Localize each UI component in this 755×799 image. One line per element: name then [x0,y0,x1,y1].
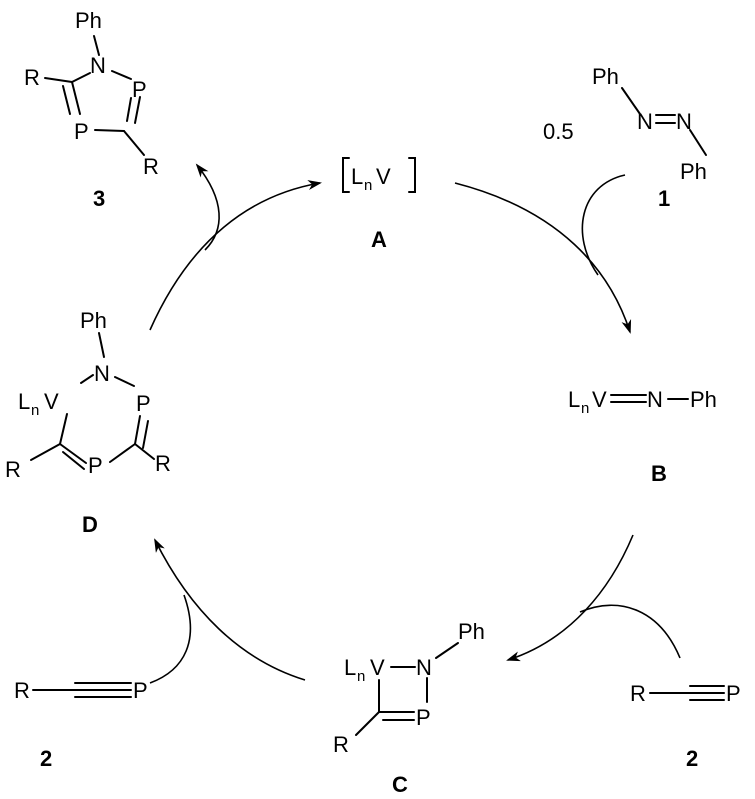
arrow-1-entering [581,174,626,276]
atom-n-d: N [94,361,110,386]
arrow-a-to-b [454,182,632,334]
atom-n-sub-b: n [581,400,589,417]
atom-r-3a: R [24,65,40,90]
arrow-c-to-d [154,538,306,681]
phosphaalkyne-2-left-structure: R P [14,678,148,703]
catalyst-a-structure: L n V [342,157,416,194]
label-compound-3: 3 [93,186,105,211]
atom-n-sub-c: n [357,668,365,685]
atom-ph-b: Ph [690,387,717,412]
stoichiometry-0.5: 0.5 [543,119,574,144]
atom-p-2l: P [133,678,148,703]
atom-r-2r: R [630,681,646,706]
atom-l-b: L [568,387,580,412]
arrow-to-3-leaving [195,163,220,251]
atom-p-d-top: P [136,391,151,416]
atom-n-c: N [416,655,432,680]
atom-r-d-right: R [155,451,171,476]
label-B: B [651,461,667,486]
atom-n-3: N [90,53,106,78]
atom-p-c: P [416,705,431,730]
arrow-2-right-entering [579,604,681,659]
label-D: D [82,512,98,537]
arrow-b-to-c [506,534,634,662]
imido-b-structure: L n V N Ph [568,387,717,417]
atom-ph-1b: Ph [680,159,707,184]
atom-n-b: N [647,387,663,412]
atom-p-d-bottom: P [88,453,103,478]
label-compound-2-left: 2 [40,746,52,771]
atom-n-1b: N [676,109,692,134]
atom-ph-c: Ph [458,619,485,644]
atom-n-sub-d: n [31,402,39,419]
atom-r-d-left: R [5,457,21,482]
compound-1-structure: 0.5 Ph N N Ph [543,64,707,184]
atom-ph-d: Ph [80,308,107,333]
label-compound-2-right: 2 [686,746,698,771]
atom-ph-1a: Ph [592,64,619,89]
atom-l-c: L [344,655,356,680]
compound-3-structure: Ph N P P R R [24,8,159,179]
arrow-2-left-entering [149,594,192,684]
atom-r-3b: R [143,154,159,179]
atom-p-2r: P [726,681,741,706]
atom-r-2l: R [14,678,30,703]
atom-v-c: V [370,655,385,680]
atom-n-1a: N [637,109,653,134]
label-C: C [392,772,408,797]
atom-l-a: L [351,164,363,189]
atom-v-a: V [376,164,391,189]
metallacycle-d-structure: Ph L n V N P P R R [5,308,171,482]
atom-r-c: R [333,732,349,757]
label-A: A [371,227,387,252]
metallacycle-c-structure: L n V N Ph P R [333,619,485,757]
atom-v-d: V [44,389,59,414]
atom-l-d: L [18,389,30,414]
atom-ph-3: Ph [75,8,102,33]
atom-v-b: V [592,387,607,412]
atom-n-sub-a: n [364,177,372,194]
phosphaalkyne-2-right-structure: R P [630,681,741,706]
arrow-d-to-a [149,180,322,331]
atom-p-3b: P [74,119,89,144]
label-compound-1: 1 [658,186,670,211]
atom-p-3a: P [132,77,147,102]
